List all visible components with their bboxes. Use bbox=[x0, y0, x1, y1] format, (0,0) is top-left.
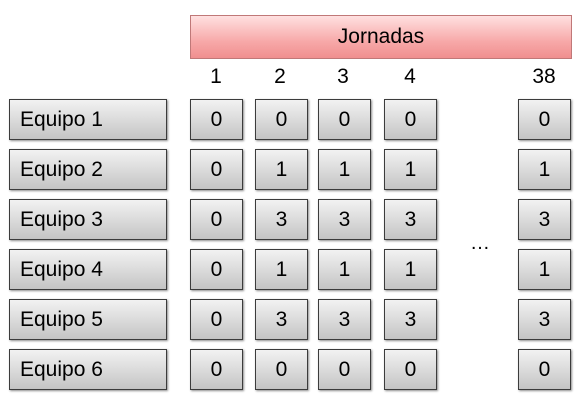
team-label: Equipo 5 bbox=[9, 299, 167, 340]
points-cell: 3 bbox=[384, 299, 437, 340]
points-cell: 0 bbox=[190, 199, 243, 240]
points-cell: 1 bbox=[318, 249, 371, 290]
points-cell: 0 bbox=[190, 299, 243, 340]
points-cell: 0 bbox=[384, 349, 437, 390]
column-label-1: 1 bbox=[210, 65, 222, 88]
points-cell: 3 bbox=[384, 199, 437, 240]
points-cell: 0 bbox=[318, 99, 371, 140]
team-label: Equipo 6 bbox=[9, 349, 167, 390]
points-cell: 1 bbox=[518, 149, 571, 190]
points-cell: 3 bbox=[255, 199, 308, 240]
team-label: Equipo 4 bbox=[9, 249, 167, 290]
points-cell: 1 bbox=[318, 149, 371, 190]
points-cell: 1 bbox=[255, 249, 308, 290]
column-label-38: 38 bbox=[532, 65, 556, 88]
points-cell: 0 bbox=[318, 349, 371, 390]
team-label: Equipo 2 bbox=[9, 149, 167, 190]
points-cell: 1 bbox=[384, 249, 437, 290]
points-cell: 0 bbox=[384, 99, 437, 140]
points-cell: 0 bbox=[518, 99, 571, 140]
points-cell: 1 bbox=[255, 149, 308, 190]
team-label: Equipo 1 bbox=[9, 99, 167, 140]
points-cell: 3 bbox=[318, 299, 371, 340]
points-cell: 0 bbox=[190, 349, 243, 390]
column-label-4: 4 bbox=[404, 65, 416, 88]
points-cell: 3 bbox=[518, 299, 571, 340]
points-cell: 0 bbox=[518, 349, 571, 390]
points-cell: 1 bbox=[518, 249, 571, 290]
column-label-3: 3 bbox=[337, 65, 349, 88]
jornadas-header: Jornadas bbox=[190, 15, 572, 59]
column-label-2: 2 bbox=[274, 65, 286, 88]
ellipsis: … bbox=[470, 232, 490, 254]
points-cell: 0 bbox=[190, 249, 243, 290]
points-cell: 0 bbox=[255, 99, 308, 140]
points-cell: 0 bbox=[190, 149, 243, 190]
points-cell: 0 bbox=[190, 99, 243, 140]
points-cell: 3 bbox=[318, 199, 371, 240]
points-cell: 0 bbox=[255, 349, 308, 390]
points-cell: 1 bbox=[384, 149, 437, 190]
points-cell: 3 bbox=[518, 199, 571, 240]
team-label: Equipo 3 bbox=[9, 199, 167, 240]
points-cell: 3 bbox=[255, 299, 308, 340]
